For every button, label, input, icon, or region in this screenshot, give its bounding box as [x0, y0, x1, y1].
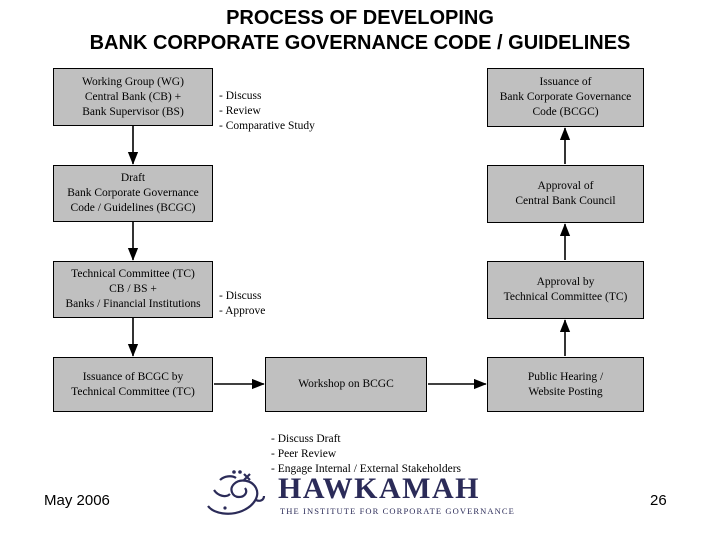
note-top: - Discuss - Review - Comparative Study	[219, 74, 399, 134]
box-approval-council-label: Approval of Central Bank Council	[515, 180, 616, 207]
box-draft-bcgc: Draft Bank Corporate Governance Code / G…	[53, 165, 213, 222]
box-issuance-bcgc: Issuance of Bank Corporate Governance Co…	[487, 68, 644, 127]
logo-wordmark: HAWKAMAH	[278, 472, 480, 505]
box-working-group: Working Group (WG) Central Bank (CB) + B…	[53, 68, 213, 126]
box-working-group-label: Working Group (WG) Central Bank (CB) + B…	[82, 75, 184, 118]
note-bottom-text: - Discuss Draft - Peer Review - Engage I…	[271, 433, 461, 475]
box-issuance-bcgc-label: Issuance of Bank Corporate Governance Co…	[499, 76, 632, 118]
hawkamah-logo: HAWKAMAH THE INSTITUTE FOR CORPORATE GOV…	[200, 466, 540, 522]
logo-tagline: THE INSTITUTE FOR CORPORATE GOVERNANCE	[280, 506, 515, 516]
box-public-hearing-label: Public Hearing / Website Posting	[527, 370, 604, 398]
note-bottom: - Discuss Draft - Peer Review - Engage I…	[271, 417, 571, 477]
page-title: PROCESS OF DEVELOPING BANK CORPORATE GOV…	[0, 6, 720, 56]
note-mid: - Discuss - Approve	[219, 274, 379, 319]
note-mid-text: - Discuss - Approve	[219, 290, 266, 317]
box-issuance-by-tc-label: Issuance of BCGC by Technical Committee …	[71, 370, 195, 398]
page-number: 26	[650, 492, 667, 509]
box-technical-committee: Technical Committee (TC) CB / BS + Banks…	[53, 261, 213, 318]
box-technical-committee-label: Technical Committee (TC) CB / BS + Banks…	[65, 268, 201, 310]
box-workshop-label: Workshop on BCGC	[298, 378, 394, 390]
box-workshop: Workshop on BCGC	[265, 357, 427, 412]
title-line-1: PROCESS OF DEVELOPING	[226, 7, 494, 29]
footer-date: May 2006	[44, 492, 110, 509]
box-draft-bcgc-label: Draft Bank Corporate Governance Code / G…	[67, 172, 199, 214]
box-issuance-by-tc: Issuance of BCGC by Technical Committee …	[53, 357, 213, 412]
box-approval-council: Approval of Central Bank Council	[487, 165, 644, 223]
box-approval-tc: Approval by Technical Committee (TC)	[487, 261, 644, 319]
title-line-2: BANK CORPORATE GOVERNANCE CODE / GUIDELI…	[89, 32, 631, 54]
note-top-text: - Discuss - Review - Comparative Study	[219, 90, 315, 132]
box-public-hearing: Public Hearing / Website Posting	[487, 357, 644, 412]
arabic-calligraphy-icon	[207, 470, 266, 515]
box-approval-tc-label: Approval by Technical Committee (TC)	[503, 276, 628, 303]
